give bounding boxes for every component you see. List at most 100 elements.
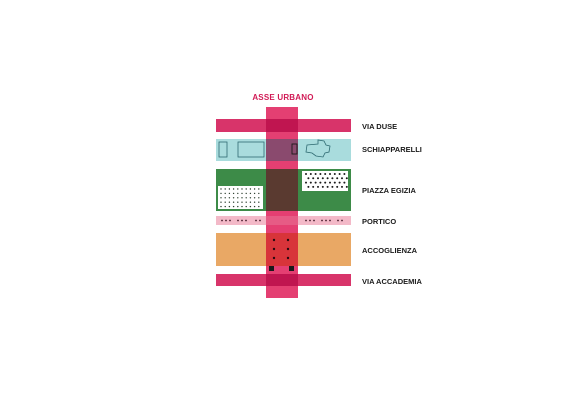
pattern-dot xyxy=(249,197,252,199)
pattern-dot xyxy=(249,188,252,190)
piazza-dot-grid-right xyxy=(305,173,348,188)
pattern-dot xyxy=(255,219,257,222)
pattern-dot xyxy=(329,219,331,222)
pattern-dot xyxy=(232,192,235,195)
pattern-dot xyxy=(314,181,317,184)
pattern-dot xyxy=(338,181,341,184)
pattern-dot xyxy=(321,177,324,180)
pattern-dot xyxy=(272,247,276,251)
pattern-dot xyxy=(245,205,247,208)
pattern-dot xyxy=(220,197,222,199)
pattern-dot xyxy=(329,173,331,175)
pattern-dot xyxy=(232,201,235,203)
pattern-dot xyxy=(220,188,222,190)
label-piazza-egizia: PIAZZA EGIZIA xyxy=(362,186,416,195)
schiapparelli-marker xyxy=(291,143,298,155)
pattern-dot xyxy=(309,181,312,184)
pattern-dot xyxy=(220,205,222,208)
pattern-dot xyxy=(224,197,226,199)
pattern-dot xyxy=(317,185,319,188)
intersection-schiapparelli xyxy=(266,139,298,161)
pattern-dot xyxy=(258,192,260,195)
intersection-portico xyxy=(266,216,298,225)
pattern-dot xyxy=(341,219,343,222)
intersection-piazza-egizia xyxy=(266,169,298,211)
building-outline-right xyxy=(305,139,331,158)
building-outline-left xyxy=(218,141,228,158)
pattern-dot xyxy=(258,197,260,199)
pattern-dot xyxy=(241,192,243,195)
pattern-dot xyxy=(253,197,256,199)
pattern-dot xyxy=(232,205,235,208)
pattern-dot xyxy=(258,188,260,190)
pattern-dot xyxy=(241,188,243,190)
pattern-dot xyxy=(253,188,256,190)
pattern-dot xyxy=(249,205,252,208)
label-portico: PORTICO xyxy=(362,217,397,226)
pattern-dot xyxy=(253,201,256,203)
piazza-dot-grid-left xyxy=(220,188,260,208)
pattern-dot xyxy=(305,173,307,175)
accoglienza-square-right xyxy=(289,266,294,271)
pattern-dot xyxy=(333,173,336,175)
label-schiapparelli: SCHIAPPARELLI xyxy=(362,145,422,154)
pattern-dot xyxy=(272,256,276,260)
pattern-dot xyxy=(245,219,247,222)
pattern-dot xyxy=(272,238,276,242)
pattern-dot xyxy=(237,188,239,190)
pattern-dot xyxy=(253,192,256,195)
pattern-dot xyxy=(307,177,310,180)
pattern-dot xyxy=(321,219,323,222)
pattern-dot xyxy=(228,192,231,195)
pattern-dot xyxy=(228,205,231,208)
pattern-dot xyxy=(258,201,260,203)
pattern-dot xyxy=(338,173,341,175)
pattern-dot xyxy=(241,219,243,222)
pattern-dot xyxy=(336,185,339,188)
pattern-dot xyxy=(224,205,226,208)
pattern-dot xyxy=(337,219,339,222)
pattern-dot xyxy=(326,185,329,188)
pattern-dot xyxy=(343,173,346,175)
pattern-dot xyxy=(237,197,239,199)
accoglienza-square-left xyxy=(269,266,274,271)
pattern-dot xyxy=(345,177,348,180)
pattern-dot xyxy=(241,205,243,208)
pattern-dot xyxy=(245,197,247,199)
pattern-dot xyxy=(331,177,334,180)
pattern-dot xyxy=(220,192,222,195)
pattern-dot xyxy=(224,192,226,195)
pattern-dot xyxy=(309,173,312,175)
label-accoglienza: ACCOGLIENZA xyxy=(362,246,417,255)
pattern-dot xyxy=(325,219,327,222)
label-via-duse: VIA DUSE xyxy=(362,122,398,131)
pattern-dot xyxy=(321,185,324,188)
pattern-dot xyxy=(309,219,311,222)
pattern-dot xyxy=(312,185,315,188)
pattern-dot xyxy=(241,197,243,199)
label-via-accademia: VIA ACCADEMIA xyxy=(362,277,422,286)
pattern-dot xyxy=(249,201,252,203)
pattern-dot xyxy=(237,219,239,222)
pattern-dot xyxy=(333,181,336,184)
pattern-dot xyxy=(317,177,319,180)
pattern-dot xyxy=(305,219,307,222)
pattern-dot xyxy=(225,219,227,222)
pattern-dot xyxy=(307,185,310,188)
pattern-dot xyxy=(329,181,331,184)
pattern-dot xyxy=(245,188,247,190)
pattern-dot xyxy=(313,219,315,222)
pattern-dot xyxy=(232,188,235,190)
pattern-dot xyxy=(312,177,315,180)
pattern-dot xyxy=(232,197,235,199)
pattern-dot xyxy=(258,205,260,208)
accoglienza-dots xyxy=(272,238,290,260)
axis-title: ASSE URBANO xyxy=(252,93,314,102)
piazza-panel-left xyxy=(218,186,263,209)
pattern-dot xyxy=(341,185,343,188)
pattern-dot xyxy=(319,181,322,184)
pattern-dot xyxy=(326,177,329,180)
pattern-dot xyxy=(220,201,222,203)
pattern-dot xyxy=(286,247,290,251)
